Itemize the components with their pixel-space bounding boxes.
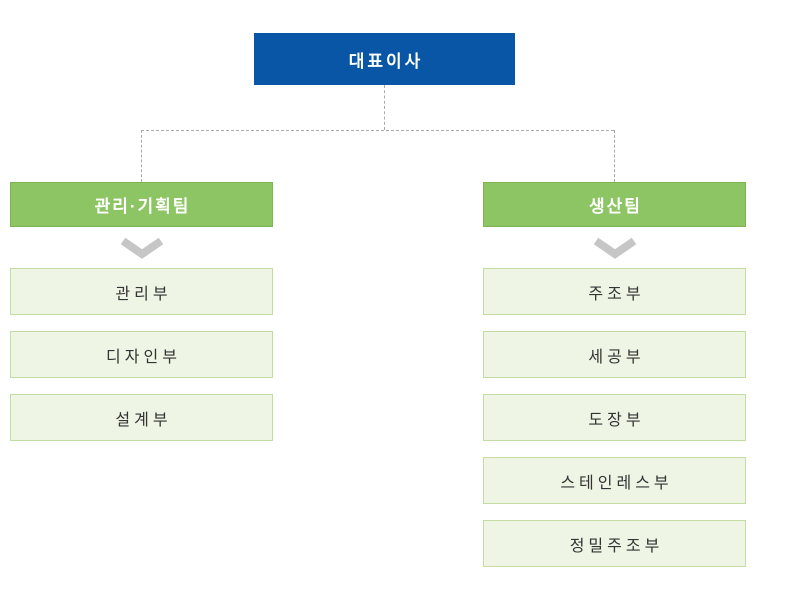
dept-label: 스테인레스부	[560, 474, 673, 492]
ceo-box: 대표이사	[254, 33, 515, 85]
team-header-management-planning: 관리·기획팀	[10, 182, 273, 227]
dept-label: 도장부	[588, 411, 645, 429]
dept-label: 주조부	[588, 285, 645, 303]
dept-box: 스테인레스부	[483, 457, 746, 504]
dept-label: 관리부	[115, 285, 172, 303]
dept-box: 정밀주조부	[483, 520, 746, 567]
connector-root-vertical	[384, 85, 385, 130]
dept-box: 설계부	[10, 394, 273, 441]
connector-right-vertical	[614, 130, 615, 182]
dept-label: 설계부	[115, 411, 172, 429]
dept-box: 디자인부	[10, 331, 273, 378]
dept-box: 도장부	[483, 394, 746, 441]
connector-left-vertical	[141, 130, 142, 182]
dept-box: 세공부	[483, 331, 746, 378]
dept-label: 디자인부	[106, 348, 181, 366]
dept-label: 정밀주조부	[569, 537, 664, 555]
team-header-label: 생산팀	[589, 197, 642, 216]
dept-box: 관리부	[10, 268, 273, 315]
dept-label: 세공부	[588, 348, 645, 366]
chevron-down-icon	[483, 227, 746, 268]
team-column-production: 생산팀 주조부 세공부 도장부 스테인레스부 정밀주조부	[483, 182, 746, 583]
connector-horizontal	[141, 130, 614, 131]
dept-box: 주조부	[483, 268, 746, 315]
team-header-production: 생산팀	[483, 182, 746, 227]
team-column-management-planning: 관리·기획팀 관리부 디자인부 설계부	[10, 182, 273, 457]
ceo-label: 대표이사	[348, 51, 424, 71]
team-header-label: 관리·기획팀	[94, 197, 191, 216]
chevron-down-icon	[10, 227, 273, 268]
